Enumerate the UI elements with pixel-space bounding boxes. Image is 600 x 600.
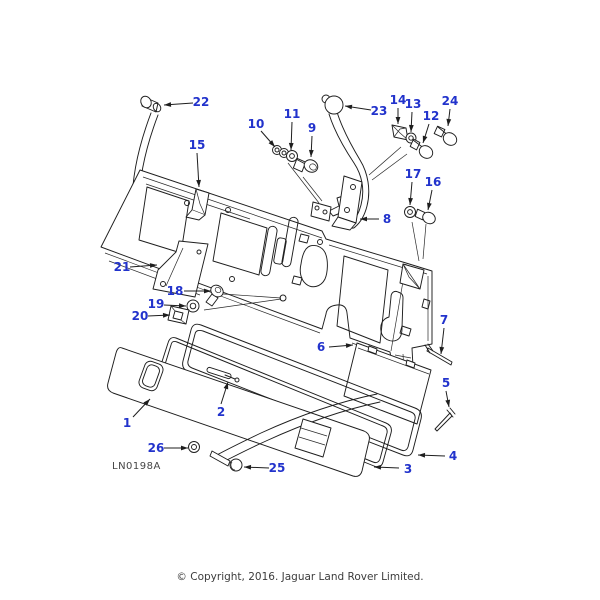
leader-arrow-15 <box>196 179 201 187</box>
diagram-code: LN0198A <box>112 461 161 472</box>
leader-arrow-5 <box>445 399 451 407</box>
leader-arrow-8 <box>360 216 367 222</box>
slot-2 <box>206 366 232 380</box>
callout-5: 5 <box>442 376 450 390</box>
callout-19: 19 <box>148 297 165 311</box>
callout-21: 21 <box>114 260 131 274</box>
callout-1: 1 <box>123 416 131 430</box>
clip-nut-20 <box>167 305 190 325</box>
bolt-16 <box>414 208 436 225</box>
leader-arrow-4 <box>418 452 426 458</box>
washer-17 <box>404 206 416 218</box>
pin-5 <box>434 407 456 432</box>
callout-24: 24 <box>442 94 459 108</box>
leader-arrow-25 <box>244 464 252 470</box>
bolt-24 <box>433 125 458 146</box>
bracket-tab-right <box>399 263 425 290</box>
callout-16: 16 <box>425 175 442 189</box>
bolt-18 <box>205 284 224 307</box>
plug-button-22 <box>140 95 162 113</box>
leader-arrow-23 <box>345 104 353 110</box>
callout-2: 2 <box>217 405 225 419</box>
capping-panel-6 <box>343 342 432 425</box>
pin-7 <box>424 343 453 366</box>
fasteners <box>140 94 458 325</box>
callout-11: 11 <box>284 107 301 121</box>
washer-19 <box>186 299 200 313</box>
leader-arrow-18 <box>204 288 211 294</box>
callout-3: 3 <box>404 462 412 476</box>
leader-arrow-7 <box>439 346 445 354</box>
oval-cutout <box>299 245 328 288</box>
callout-10: 10 <box>248 117 265 131</box>
leader-arrow-10 <box>268 140 275 147</box>
callout-9: 9 <box>308 121 316 135</box>
washer-11 <box>286 150 298 162</box>
callout-7: 7 <box>440 313 448 327</box>
leader-arrow-1 <box>143 399 150 406</box>
seal-frame-4 <box>182 323 422 457</box>
bulkhead-panel <box>100 169 433 373</box>
callout-26: 26 <box>148 441 165 455</box>
window-cutout-center <box>212 212 268 276</box>
leader-arrow-6 <box>345 343 353 348</box>
callout-22: 22 <box>193 95 210 109</box>
trim-frame-3 <box>158 337 392 468</box>
window-cutout-right <box>336 255 389 344</box>
leader-arrow-26 <box>181 445 188 451</box>
belt-knob-23 <box>321 94 344 115</box>
callout-14: 14 <box>390 93 407 107</box>
belt-anchor-bracket <box>310 175 363 231</box>
leader-arrow-21 <box>149 263 157 268</box>
leader-arrow-3 <box>374 464 382 470</box>
leader-arrow-16 <box>427 202 432 210</box>
leader-arrow-24 <box>446 118 452 126</box>
clip-nut-14 <box>391 124 409 141</box>
strap-loop <box>294 418 332 458</box>
leader-arrow-20 <box>162 312 170 318</box>
leader-arrow-13 <box>408 124 414 132</box>
callout-4: 4 <box>449 449 457 463</box>
callout-15: 15 <box>189 138 206 152</box>
leader-arrow-22 <box>164 102 172 107</box>
leader-arrow-17 <box>408 197 413 205</box>
copyright-text: © Copyright, 2016. Jaguar Land Rover Lim… <box>176 571 424 583</box>
callout-12: 12 <box>423 109 440 123</box>
leader-arrow-9 <box>308 149 314 157</box>
bracket-tab-left <box>185 188 210 221</box>
callout-6: 6 <box>317 340 325 354</box>
assembly-lines <box>203 146 427 311</box>
leader-arrow-11 <box>288 142 294 150</box>
belt-guide-bracket <box>152 240 209 298</box>
callout-8: 8 <box>383 212 391 226</box>
callout-23: 23 <box>371 104 388 118</box>
callout-17: 17 <box>405 167 422 181</box>
nut-26 <box>188 441 200 453</box>
leader-arrow-2 <box>223 382 229 390</box>
bolt-12 <box>409 138 434 159</box>
leader-arrow-19 <box>178 303 186 309</box>
pin-25 <box>209 450 243 472</box>
leader-arrow-12 <box>422 135 428 143</box>
leader-arrow-14 <box>395 117 401 124</box>
callout-18: 18 <box>167 284 184 298</box>
callout-20: 20 <box>132 309 149 323</box>
callout-13: 13 <box>405 97 422 111</box>
bolt-9 <box>292 157 319 173</box>
callout-25: 25 <box>269 461 286 475</box>
